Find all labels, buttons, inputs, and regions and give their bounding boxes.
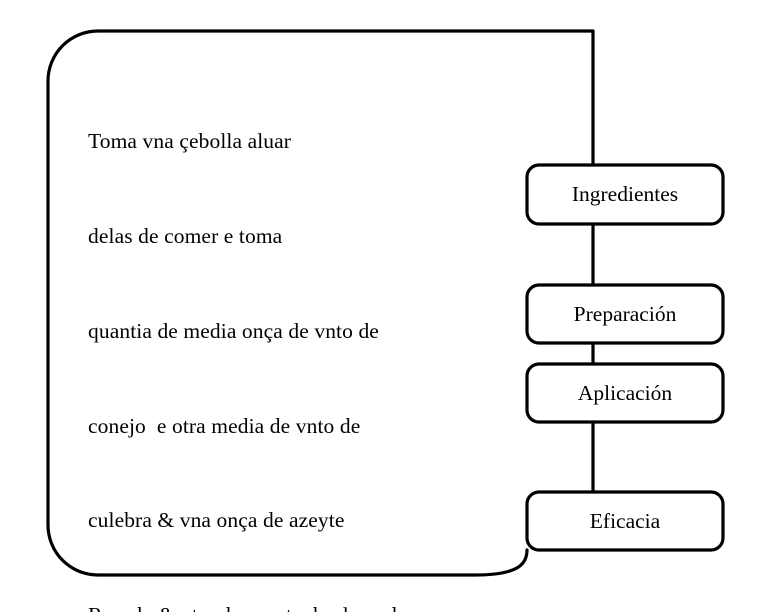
stage-box-ingredientes[interactable] bbox=[525, 163, 725, 226]
recipe-line: quantia de media onça de vnto de bbox=[88, 318, 379, 343]
recipe-line: culebra & vna onça de azeyte bbox=[88, 508, 345, 533]
recipe-line: conejo e otra media de vnto de bbox=[88, 413, 361, 438]
stage-box-preparacion[interactable] bbox=[525, 283, 725, 345]
stage-box-aplicacion[interactable] bbox=[525, 362, 725, 424]
recipe-line: Rosado & otra de azeyte de almendras bbox=[88, 600, 518, 612]
stage-label-preparacion[interactable]: Preparación bbox=[573, 302, 677, 326]
recipe-line: delas de comer e toma bbox=[88, 223, 283, 248]
recipe-text-block: Toma vna çebolla aluar delas de comer e … bbox=[88, 63, 518, 612]
stage-label-eficacia[interactable]: Eficacia bbox=[589, 509, 661, 533]
stage-label-ingredientes[interactable]: Ingredientes bbox=[571, 182, 679, 206]
recipe-line: Toma vna çebolla aluar bbox=[88, 129, 292, 154]
stage-box-eficacia[interactable] bbox=[525, 490, 725, 552]
recipe-container-outline bbox=[46, 29, 595, 577]
stage-label-aplicacion[interactable]: Aplicación bbox=[577, 381, 673, 405]
